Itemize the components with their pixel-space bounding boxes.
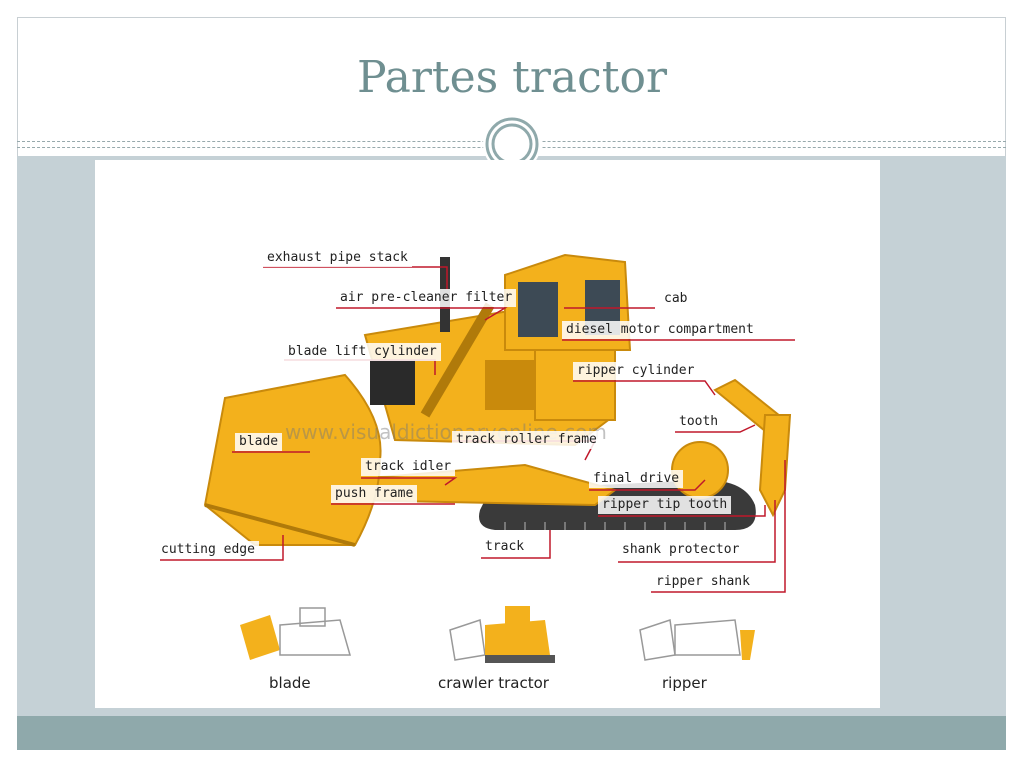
thumbnail-ripper xyxy=(639,619,755,661)
label-track-roller-frame: track roller frame xyxy=(452,431,601,449)
thumbnail-blade xyxy=(240,607,351,660)
label-ripper-shank: ripper shank xyxy=(652,573,754,591)
thumbnail-label-blade: blade xyxy=(269,674,311,692)
label-ripper-tip-tooth: ripper tip tooth xyxy=(598,496,732,514)
thumbnail-crawler-tractor xyxy=(449,606,555,663)
slide-title: Partes tractor xyxy=(357,52,667,103)
label-ripper-cylinder: ripper cylinder xyxy=(573,362,699,380)
label-diesel-motor-compartment: diesel motor compartment xyxy=(562,321,758,339)
blade-shape xyxy=(203,373,382,546)
circle-ornament-icon xyxy=(483,115,541,173)
lift-cylinder-shape xyxy=(420,302,495,418)
label-shank-protector: shank protector xyxy=(618,541,744,559)
label-tooth: tooth xyxy=(675,413,723,431)
label-cab: cab xyxy=(660,290,692,308)
thumbnail-label-ripper: ripper xyxy=(662,674,707,692)
label-final-drive: final drive xyxy=(589,470,684,488)
label-blade: blade xyxy=(235,433,283,451)
leader-lines xyxy=(160,266,795,593)
ripper-shape xyxy=(713,378,792,518)
label-cutting-edge: cutting edge xyxy=(157,541,259,559)
label-exhaust-pipe-stack: exhaust pipe stack xyxy=(263,249,412,267)
label-track-idler: track idler xyxy=(361,458,456,476)
label-air-pre-cleaner-filter: air pre-cleaner filter xyxy=(336,289,517,307)
label-track: track xyxy=(481,538,529,556)
label-push-frame: push frame xyxy=(331,485,418,503)
footer-bar xyxy=(17,716,1006,750)
bulldozer-diagram: www.visualdictionaryonline.com exhaust p… xyxy=(95,160,880,708)
thumbnail-label-crawler-tractor: crawler tractor xyxy=(438,674,549,692)
label-blade-lift-cylinder: blade lift cylinder xyxy=(284,343,441,361)
